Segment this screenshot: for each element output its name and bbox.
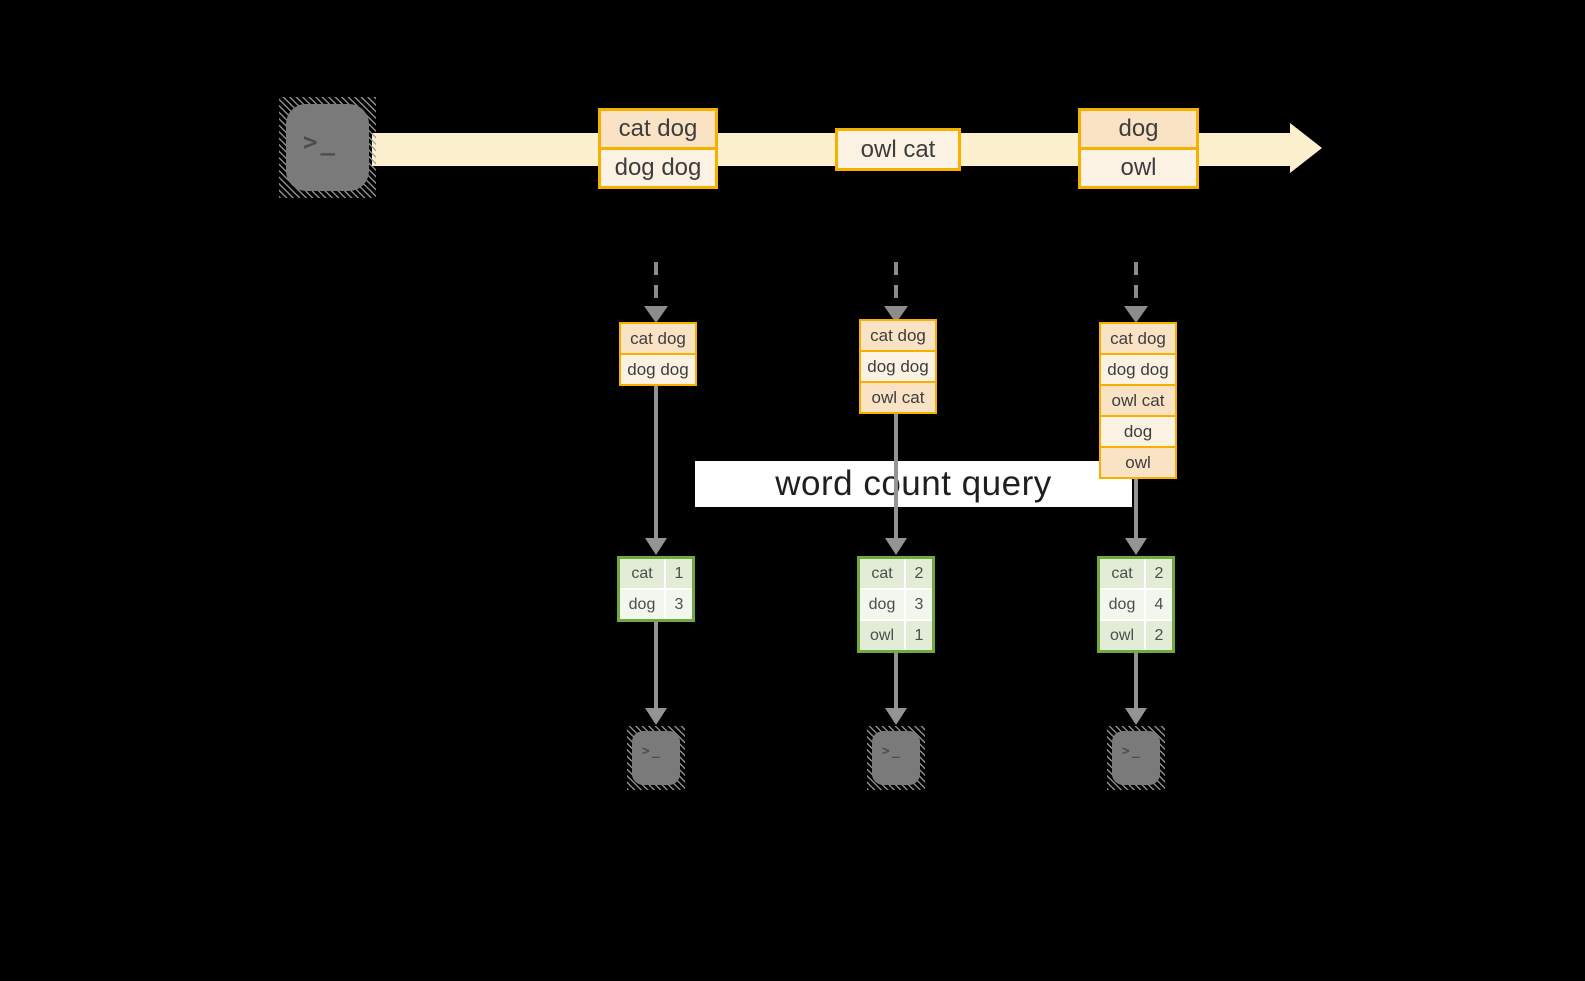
count-table-3: cat 2 dog 4 owl 2 [1097, 556, 1175, 653]
prompt-glyph: >_ [882, 744, 902, 759]
stream-record: owl [1081, 150, 1196, 186]
output-arrow-head [1125, 708, 1147, 725]
stream-batch-1: cat dog dog dog [598, 108, 718, 189]
stream-record: dog [1081, 111, 1196, 147]
sink-terminal-icon-2: >_ [867, 726, 925, 790]
stack-record: cat dog [1101, 324, 1175, 353]
query-arrow-line [894, 414, 898, 538]
ingest-dashed-arrow-line [894, 262, 898, 308]
query-label-box: word count query [695, 461, 1132, 507]
ingested-stack-2: cat dog dog dog owl cat [859, 319, 937, 414]
stream-batch-3: dog owl [1078, 108, 1199, 189]
count-word: cat [620, 559, 664, 588]
count-word: owl [860, 621, 904, 650]
terminal-body: >_ [872, 731, 920, 785]
ingested-stack-1: cat dog dog dog [619, 322, 697, 386]
count-value: 2 [1146, 559, 1172, 588]
stream-batch-2: owl cat [835, 128, 961, 171]
count-value: 3 [906, 590, 932, 619]
ingest-dashed-arrow-line [1134, 262, 1138, 308]
count-table-1: cat 1 dog 3 [617, 556, 695, 622]
count-value: 3 [666, 590, 692, 619]
count-word: dog [620, 590, 664, 619]
count-value: 2 [906, 559, 932, 588]
count-word: owl [1100, 621, 1144, 650]
ingested-stack-3: cat dog dog dog owl cat dog owl [1099, 322, 1177, 479]
output-arrow-line [894, 653, 898, 708]
terminal-body: >_ [632, 731, 680, 785]
stack-record: cat dog [861, 321, 935, 350]
count-value: 1 [906, 621, 932, 650]
query-label: word count query [775, 464, 1052, 503]
prompt-glyph: >_ [303, 128, 338, 156]
terminal-body: >_ [1112, 731, 1160, 785]
sink-terminal-icon-1: >_ [627, 726, 685, 790]
stream-record: owl cat [838, 131, 958, 168]
output-arrow-line [654, 622, 658, 708]
stack-record: dog dog [1101, 355, 1175, 384]
ingest-dashed-arrow-line [654, 262, 658, 308]
query-arrow-line [654, 386, 658, 538]
output-arrow-head [645, 708, 667, 725]
count-word: cat [1100, 559, 1144, 588]
query-arrow-head [645, 538, 667, 555]
stack-record: owl [1101, 448, 1175, 477]
stream-record: dog dog [601, 150, 715, 186]
query-arrow-head [885, 538, 907, 555]
sink-terminal-icon-3: >_ [1107, 726, 1165, 790]
ingest-dashed-arrow-head [644, 306, 668, 323]
count-value: 1 [666, 559, 692, 588]
prompt-glyph: >_ [1122, 744, 1142, 759]
query-arrow-line [1134, 479, 1138, 538]
stream-arrow-head [1290, 123, 1322, 173]
ingest-dashed-arrow-head [1124, 306, 1148, 323]
prompt-glyph: >_ [642, 744, 662, 759]
count-word: cat [860, 559, 904, 588]
stack-record: owl cat [861, 383, 935, 412]
source-terminal-icon: >_ [279, 97, 376, 198]
count-value: 2 [1146, 621, 1172, 650]
stream-record: cat dog [601, 111, 715, 147]
count-table-2: cat 2 dog 3 owl 1 [857, 556, 935, 653]
output-arrow-line [1134, 653, 1138, 708]
stack-record: owl cat [1101, 386, 1175, 415]
count-word: dog [860, 590, 904, 619]
stack-record: dog dog [861, 352, 935, 381]
stack-record: dog dog [621, 355, 695, 384]
stack-record: cat dog [621, 324, 695, 353]
terminal-body: >_ [286, 104, 369, 191]
count-value: 4 [1146, 590, 1172, 619]
ingest-dashed-arrow-head [884, 306, 908, 323]
query-arrow-head [1125, 538, 1147, 555]
output-arrow-head [885, 708, 907, 725]
count-word: dog [1100, 590, 1144, 619]
stack-record: dog [1101, 417, 1175, 446]
